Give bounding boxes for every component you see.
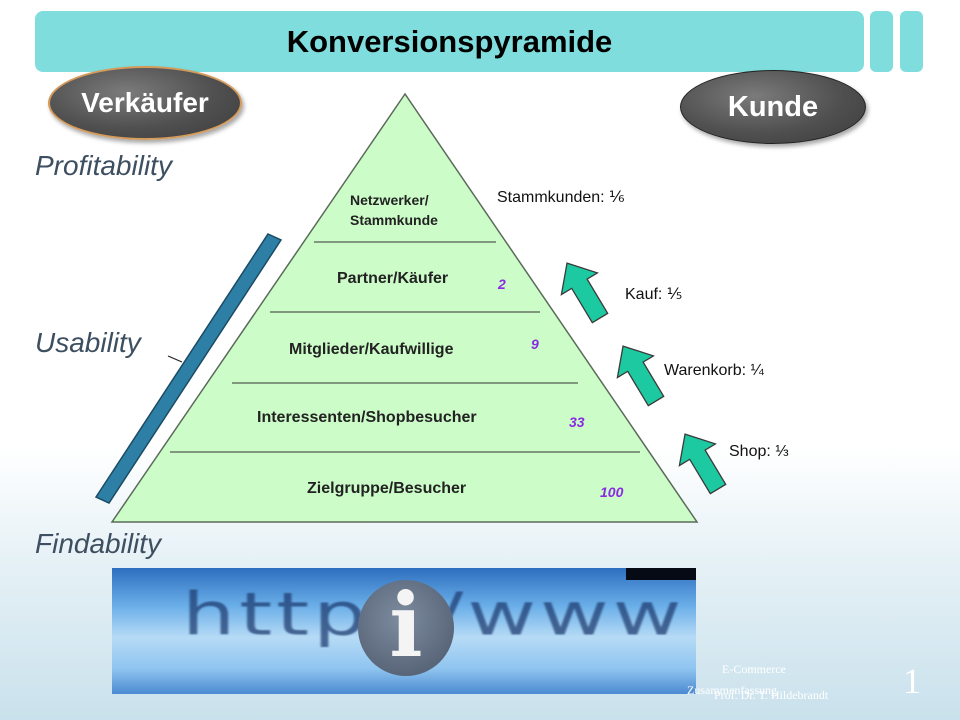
layer-label-interessenten: Interessenten/Shopbesucher <box>257 409 477 426</box>
arrow-stammkunden <box>560 262 609 324</box>
seller-label: Verkäufer <box>81 87 209 118</box>
arrow-kauf <box>616 345 665 407</box>
layer-label-top: Netzwerker/ Stammkunde <box>350 190 438 230</box>
layer-label-zielgruppe: Zielgruppe/Besucher <box>307 480 467 497</box>
info-glyph: i <box>389 573 423 677</box>
decorative-tab-left <box>870 11 893 72</box>
count-partner: 2 <box>498 276 506 292</box>
footer-subtitle: Zusammenfassung <box>687 683 777 697</box>
customer-oval: Kunde <box>680 70 866 144</box>
layer-label-partner: Partner/Käufer <box>337 270 449 287</box>
footer-author: Prof. Dr. T. Hildebrandt <box>714 688 829 702</box>
bar-connector <box>167 355 183 363</box>
footer-course: E-Commerce <box>722 662 786 676</box>
rate-stammkunden: Stammkunden: ⅙ <box>497 189 625 206</box>
findability-label: Findability <box>35 528 162 559</box>
seller-oval: Verkäufer <box>48 66 242 140</box>
title-bar: Konversionspyramide <box>35 11 864 72</box>
count-zielgruppe: 100 <box>600 484 624 500</box>
rate-shop: Shop: ⅓ <box>729 443 789 460</box>
pyramid-shape <box>110 92 699 523</box>
usability-bar <box>94 233 283 504</box>
decorative-tab-right <box>900 11 923 72</box>
count-interessenten: 33 <box>569 414 585 430</box>
info-icon: i <box>358 580 454 676</box>
profitability-label: Profitability <box>35 150 172 181</box>
rate-kauf: Kauf: ⅕ <box>625 286 683 303</box>
customer-label: Kunde <box>727 90 819 123</box>
rate-warenkorb: Warenkorb: ¼ <box>664 362 764 379</box>
layer-label-mitglieder: Mitglieder/Kaufwillige <box>289 341 454 358</box>
banner-dark-strip <box>626 568 696 580</box>
count-mitglieder: 9 <box>531 336 539 352</box>
layer-label-top-line1: Netzwerker/ <box>350 192 429 208</box>
url-banner-image: http://www i <box>112 568 696 694</box>
arrow-warenkorb <box>678 433 727 495</box>
usability-label: Usability <box>35 327 141 358</box>
layer-label-top-line2: Stammkunde <box>350 212 438 228</box>
page-title: Konversionspyramide <box>286 23 613 59</box>
page-number: 1 <box>903 661 921 701</box>
